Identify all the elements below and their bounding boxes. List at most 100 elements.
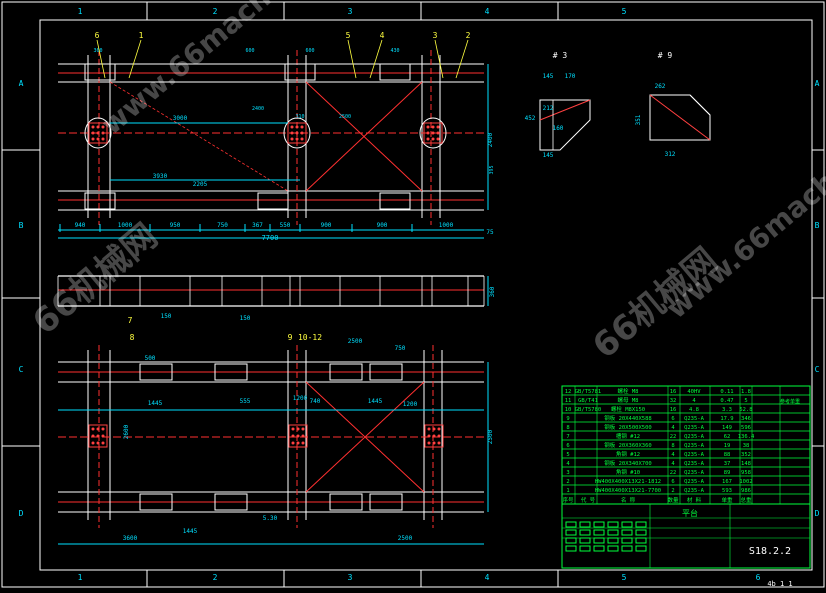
callout-number: 5 (346, 31, 351, 40)
end-plate (379, 63, 411, 81)
table-cell: 螺母 M8 (618, 396, 639, 404)
dim-text: 2500 (398, 535, 413, 542)
dim-text: 2500 (339, 114, 351, 120)
bolt-hole (296, 427, 300, 431)
dim-text: 1200 (403, 401, 418, 408)
table-cell: Q235-A (684, 461, 705, 467)
end-plate (139, 493, 173, 511)
dim-text: 145 (543, 152, 554, 159)
callout-number: 8 (130, 333, 135, 342)
table-cell: Q235-A (684, 470, 705, 476)
dim-text: 1000 (439, 222, 454, 229)
table-cell: 螺栓 M8X150 (611, 405, 645, 413)
bolt-hole (431, 131, 435, 135)
callout-number: 3 (433, 31, 438, 40)
title-cell (593, 545, 605, 552)
bolt-hole (91, 441, 95, 445)
bolt-hole (91, 434, 95, 438)
row-letter-right: C (815, 365, 820, 374)
table-cell: HW400X400X13X21-7700 (595, 488, 661, 494)
table-cell: 593 (722, 488, 732, 494)
table-cell: 2 (671, 488, 674, 494)
end-plate (284, 63, 316, 81)
table-cell: Q235-A (684, 434, 705, 440)
title-cell (621, 529, 633, 536)
table-cell: 4 (671, 461, 675, 467)
dim-text: 600 (245, 48, 254, 54)
dim-text: 500 (145, 355, 156, 362)
bolt-hole (300, 131, 304, 135)
table-cell: 槽钢 #12 (616, 432, 640, 440)
dim-text: 170 (565, 73, 576, 80)
table-cell: 6 (566, 443, 569, 449)
dim-text: 312 (665, 151, 676, 158)
table-cell: 22 (670, 434, 677, 440)
dim-text: 75 (486, 229, 494, 236)
table-cell: 88 (724, 452, 731, 458)
bolt-hole (91, 137, 95, 141)
column-number-top: 3 (348, 7, 353, 16)
table-header: 单重 (721, 496, 733, 504)
bolt-hole (291, 434, 295, 438)
bolt-hole (91, 131, 95, 135)
dim-text: 1445 (368, 398, 383, 405)
table-cell: Q235-A (684, 443, 705, 449)
dim-text: 3000 (173, 115, 188, 122)
table-cell: 148 (741, 461, 751, 467)
title-cell (593, 537, 605, 544)
column-number-bottom: 4 (485, 573, 490, 582)
bolt-hole (295, 131, 299, 135)
title-cell (565, 529, 577, 536)
column-number-top: 2 (213, 7, 218, 16)
table-cell: 352 (741, 452, 751, 458)
column-number-bottom: 5 (622, 573, 627, 582)
title-cell (565, 537, 577, 544)
bolt-hole (96, 125, 100, 129)
table-cell: 22 (670, 470, 677, 476)
title-cell (565, 545, 577, 552)
title-cell (607, 545, 619, 552)
bolt-hole (290, 125, 294, 129)
title-cell (621, 521, 633, 528)
bolt-hole (427, 434, 431, 438)
bolt-hole (101, 427, 105, 431)
table-cell: 40HV (687, 389, 701, 395)
dim-text: 262 (655, 83, 666, 90)
connection-ellipse (84, 117, 112, 149)
row-letter-left: C (19, 365, 24, 374)
table-cell: 10 (565, 407, 572, 413)
bolt-hole (437, 441, 441, 445)
bolt-hole (101, 434, 105, 438)
end-plate (369, 363, 403, 381)
table-cell: 3.3 (722, 407, 732, 413)
callout-number: 10-12 (298, 333, 322, 342)
title-cell (621, 545, 633, 552)
dim-text: 360 (489, 286, 496, 297)
title-cell (607, 521, 619, 528)
table-cell: 19 (724, 443, 731, 449)
bolt-hole (300, 125, 304, 129)
table-cell: 346 (741, 416, 751, 422)
leader-line (455, 39, 469, 79)
callout-number: 1 (139, 31, 144, 40)
dim-text: 555 (240, 398, 251, 405)
leader-line (369, 39, 383, 79)
table-header: 代 号 (581, 496, 596, 504)
bolt-hole (296, 434, 300, 438)
table-cell: 16 (670, 389, 677, 395)
row-letter-right: D (815, 509, 820, 518)
leader-line (96, 39, 106, 79)
dim-text: 452 (525, 115, 536, 122)
table-cell: 5 (566, 452, 569, 458)
bolt-hole (431, 125, 435, 129)
table-header: 数量 (667, 496, 679, 504)
dim-text: 1445 (183, 528, 198, 535)
detail-title: # 9 (658, 51, 673, 60)
dim-text: 1200 (293, 395, 308, 402)
table-cell: 钢板 20X440X588 (604, 414, 651, 422)
column-number-bottom: 6 (756, 573, 761, 582)
table-cell: Q235-A (684, 416, 705, 422)
bolt-hole (432, 427, 436, 431)
table-cell: 4.8 (689, 407, 699, 413)
